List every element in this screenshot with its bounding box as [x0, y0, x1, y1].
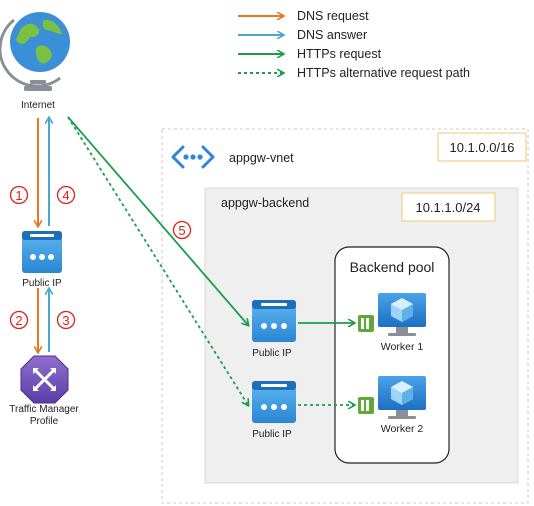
worker1-label: Worker 1 — [381, 341, 424, 353]
step-badge-3: 3 — [56, 310, 76, 330]
step-badge-1: 1 — [9, 185, 29, 205]
svg-text:5: 5 — [178, 223, 185, 238]
legend-https-request-label: HTTPs request — [297, 47, 382, 61]
traffic-manager-icon — [20, 355, 69, 404]
https-alt-request-arrow — [67, 116, 248, 405]
vnet-name: appgw-vnet — [229, 151, 294, 165]
internet-label: Internet — [21, 100, 55, 111]
legend-dns-answer-label: DNS answer — [297, 28, 367, 42]
svg-text:4: 4 — [62, 188, 69, 203]
legend-dns-request-label: DNS request — [297, 9, 369, 23]
svg-text:2: 2 — [15, 313, 22, 328]
https-request-arrow — [67, 116, 248, 325]
step-badge-5: 5 — [172, 220, 192, 240]
step-badge-2: 2 — [9, 310, 29, 330]
nic-icon-worker1 — [358, 315, 374, 332]
subnet-cidr-box — [401, 192, 496, 222]
internet-globe-icon — [0, 12, 70, 91]
vnet-cidr: 10.1.0.0/16 — [449, 140, 514, 155]
vm-icon-worker1 — [378, 293, 426, 336]
nic-icon-worker2 — [358, 397, 374, 414]
traffic-manager-label-line2: Profile — [30, 416, 59, 427]
public-ip-label-top: Public IP — [252, 348, 292, 359]
subnet-name: appgw-backend — [221, 196, 309, 210]
public-ip-label-bottom: Public IP — [252, 429, 292, 440]
public-ip-icon-left — [22, 231, 62, 273]
svg-text:1: 1 — [15, 188, 22, 203]
legend-https-alt-label: HTTPs alternative request path — [297, 66, 470, 80]
legend: DNS request DNS answer HTTPs request HTT… — [238, 9, 470, 80]
worker2-label: Worker 2 — [381, 423, 424, 435]
backend-pool-label: Backend pool — [350, 259, 435, 275]
traffic-manager-label-line1: Traffic Manager — [9, 404, 79, 415]
vnet-icon — [171, 145, 215, 169]
subnet-cidr: 10.1.1.0/24 — [415, 200, 480, 215]
public-ip-icon-bottom — [252, 381, 296, 423]
svg-text:3: 3 — [62, 313, 69, 328]
public-ip-icon-top — [252, 300, 296, 342]
vm-icon-worker2 — [378, 376, 426, 419]
vnet-cidr-box — [437, 132, 527, 162]
step-badge-4: 4 — [56, 185, 76, 205]
public-ip-label-left: Public IP — [22, 278, 62, 289]
